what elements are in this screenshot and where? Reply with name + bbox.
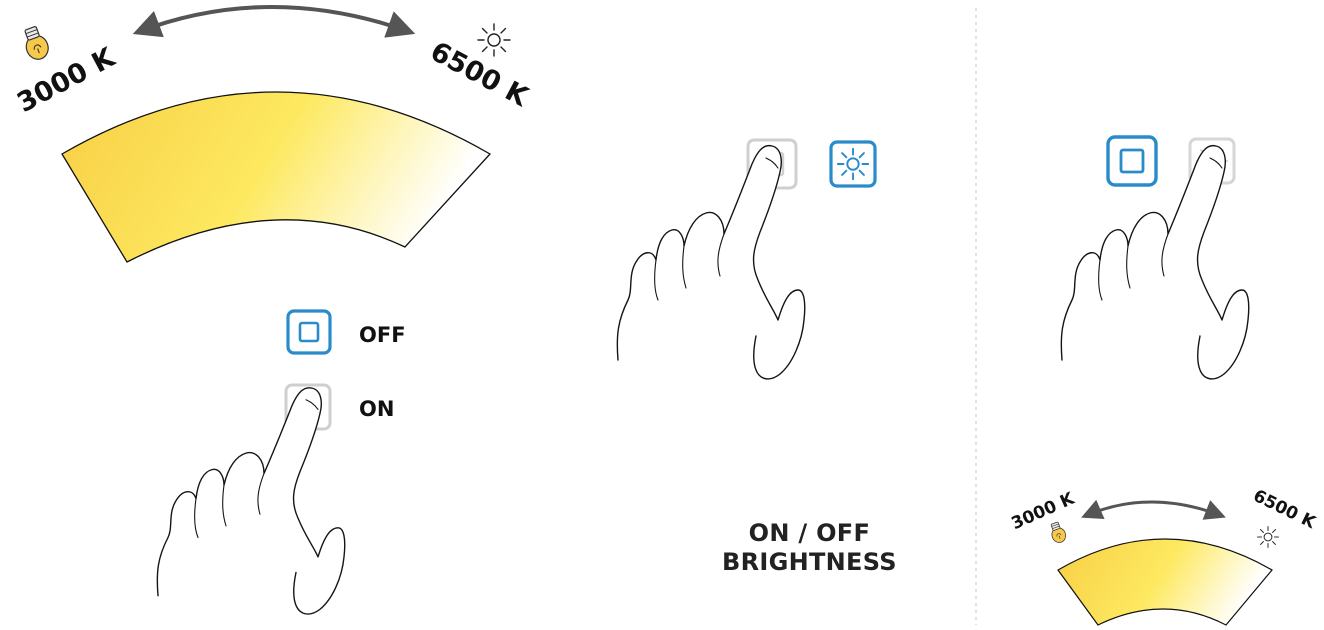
warm-temperature-label: 3000 K	[1009, 488, 1079, 534]
right-panel	[1061, 137, 1248, 379]
off-button-icon[interactable]	[288, 311, 330, 353]
sun-icon	[1258, 527, 1279, 548]
temperature-diagram-small: 3000 K 6500 K	[1009, 486, 1320, 625]
caption: ON / OFF BRIGHTNESS	[722, 519, 897, 577]
hand-pointing-icon	[617, 146, 804, 379]
temperature-arrow	[1085, 502, 1222, 516]
power-button-icon[interactable]	[1108, 137, 1156, 185]
lightbulb-icon	[1048, 521, 1068, 545]
off-label: OFF	[359, 323, 406, 347]
sun-icon	[478, 24, 510, 56]
temperature-gradient-band	[1058, 539, 1272, 625]
temperature-diagram: 3000 K 6500 K	[12, 7, 534, 262]
on-label: ON	[359, 397, 394, 421]
hand-pointing-icon	[157, 388, 344, 614]
lightbulb-icon	[20, 25, 51, 63]
middle-panel	[617, 140, 875, 379]
caption-line-2: BRIGHTNESS	[722, 548, 897, 577]
caption-line-1: ON / OFF	[722, 519, 897, 548]
cool-temperature-label: 6500 K	[1250, 486, 1319, 533]
temperature-gradient-band	[62, 92, 490, 262]
off-legend: OFF	[288, 311, 406, 353]
cool-temperature-label: 6500 K	[425, 36, 534, 113]
temperature-arrow	[138, 7, 410, 32]
